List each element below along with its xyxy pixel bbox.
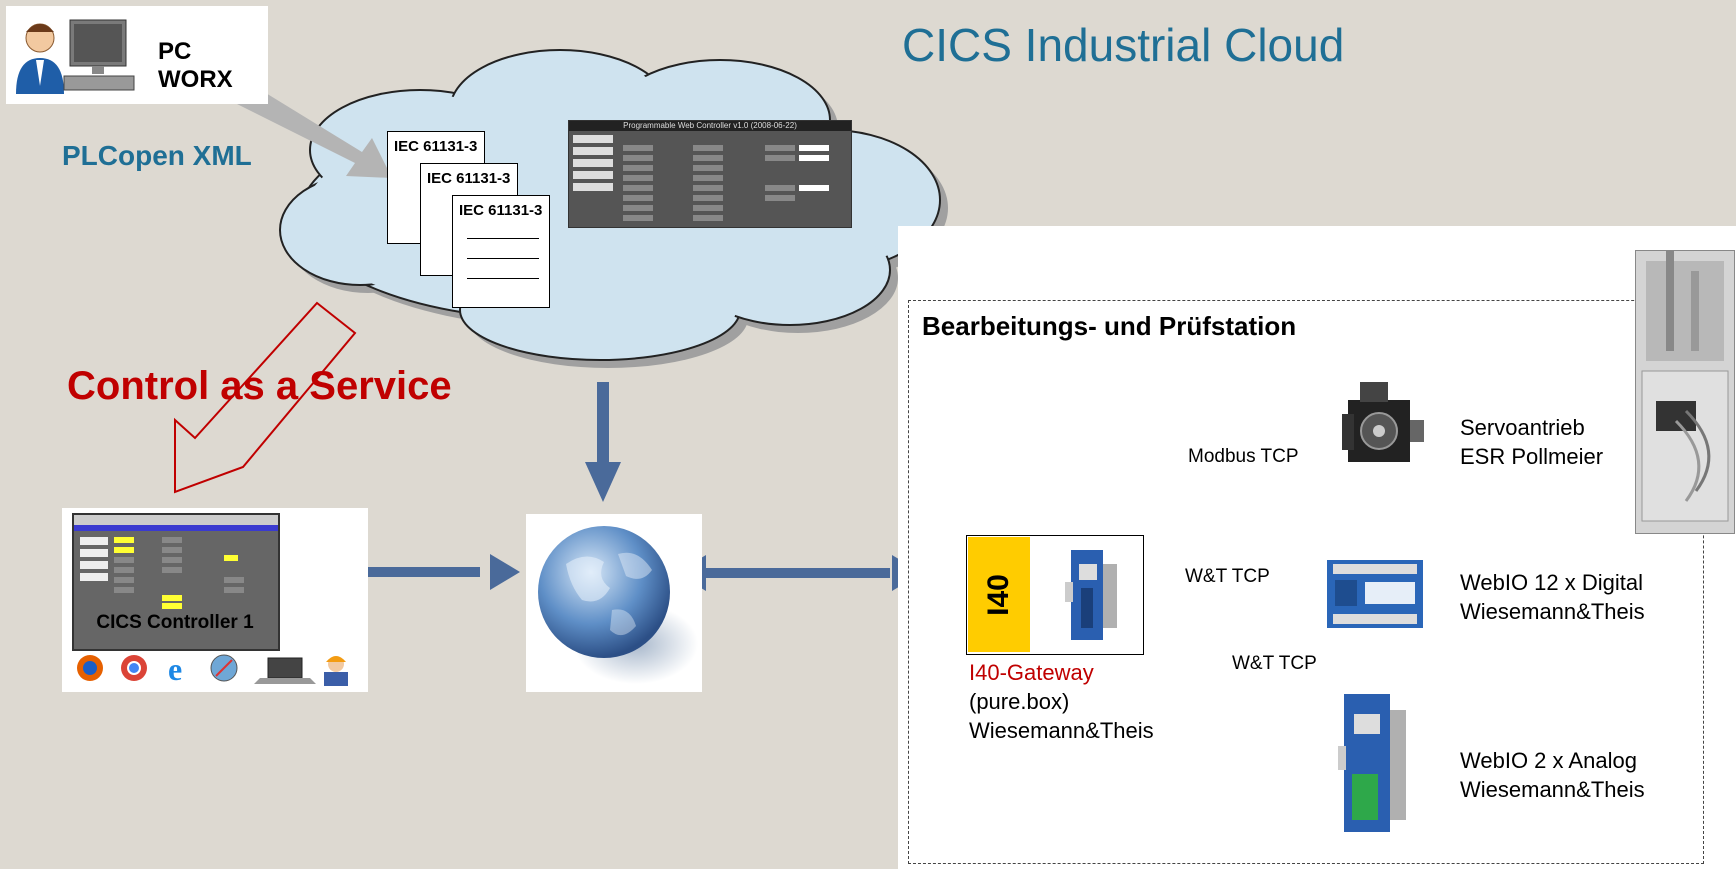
station-photo <box>1635 250 1735 534</box>
servo-motor-icon <box>1342 382 1424 462</box>
webio-analog-icon <box>1338 694 1406 832</box>
gateway-badge-bg <box>968 537 1030 652</box>
web-controller-panel: Programmable Web Controller v1.0 (2008-0… <box>568 120 852 228</box>
web-controller-panel-title: Programmable Web Controller v1.0 (2008-0… <box>569 121 851 131</box>
iec-document-3: IEC 61131-3 <box>452 195 550 308</box>
device-servo-line2: ESR Pollmeier <box>1460 444 1604 469</box>
cloud-to-internet-arrow <box>585 382 621 502</box>
pc-worx-box: PC WORX <box>6 6 268 104</box>
pc-worx-label: PC WORX <box>158 38 233 93</box>
panel-grid <box>573 135 829 221</box>
deploy-arrow-outline <box>174 301 357 494</box>
link-wt-digital-label: W&T TCP <box>1185 566 1270 587</box>
plcopen-xml-label: PLCopen XML <box>62 140 252 171</box>
station-boundary <box>908 300 1704 864</box>
gateway-model: (pure.box) <box>969 689 1070 714</box>
laptop-icon <box>267 657 303 679</box>
pure-box-device-icon <box>1065 550 1117 640</box>
gateway-badge: I40 <box>982 573 1015 616</box>
webio-digital-icon <box>1327 560 1423 628</box>
user-computer-icon <box>16 19 135 94</box>
internet-station-arrow <box>676 555 922 591</box>
link-wt-analog-label: W&T TCP <box>1232 653 1317 674</box>
gateway-vendor: Wiesemann&Theis <box>969 718 1154 743</box>
iec-document-title: IEC 61131-3 <box>459 202 543 219</box>
control-as-a-service-label: Control as a Service <box>67 364 452 408</box>
internet-explorer-icon: e <box>168 651 182 687</box>
device-analog-line2: Wiesemann&Theis <box>1460 777 1645 802</box>
cics-controller-label: CICS Controller 1 <box>96 612 254 633</box>
gateway-name: I40-Gateway <box>969 660 1094 685</box>
device-servo-line1: Servoantrieb <box>1460 415 1585 440</box>
device-digital-line2: Wiesemann&Theis <box>1460 599 1645 624</box>
controller-screenshot <box>72 513 280 651</box>
page-title: CICS Industrial Cloud <box>902 19 1345 71</box>
globe-icon <box>538 526 698 684</box>
browser-icons: e <box>77 651 348 687</box>
iec-document-title: IEC 61131-3 <box>394 138 478 155</box>
device-digital-line1: WebIO 12 x Digital <box>1460 570 1644 595</box>
controller-screen-content <box>74 515 278 609</box>
station-title: Bearbeitungs- und Prüfstation <box>922 311 1297 341</box>
device-analog-line1: WebIO 2 x Analog <box>1460 748 1637 773</box>
link-modbus-label: Modbus TCP <box>1188 446 1299 467</box>
iec-document-title: IEC 61131-3 <box>427 170 511 187</box>
internet-globe-box <box>526 514 702 692</box>
